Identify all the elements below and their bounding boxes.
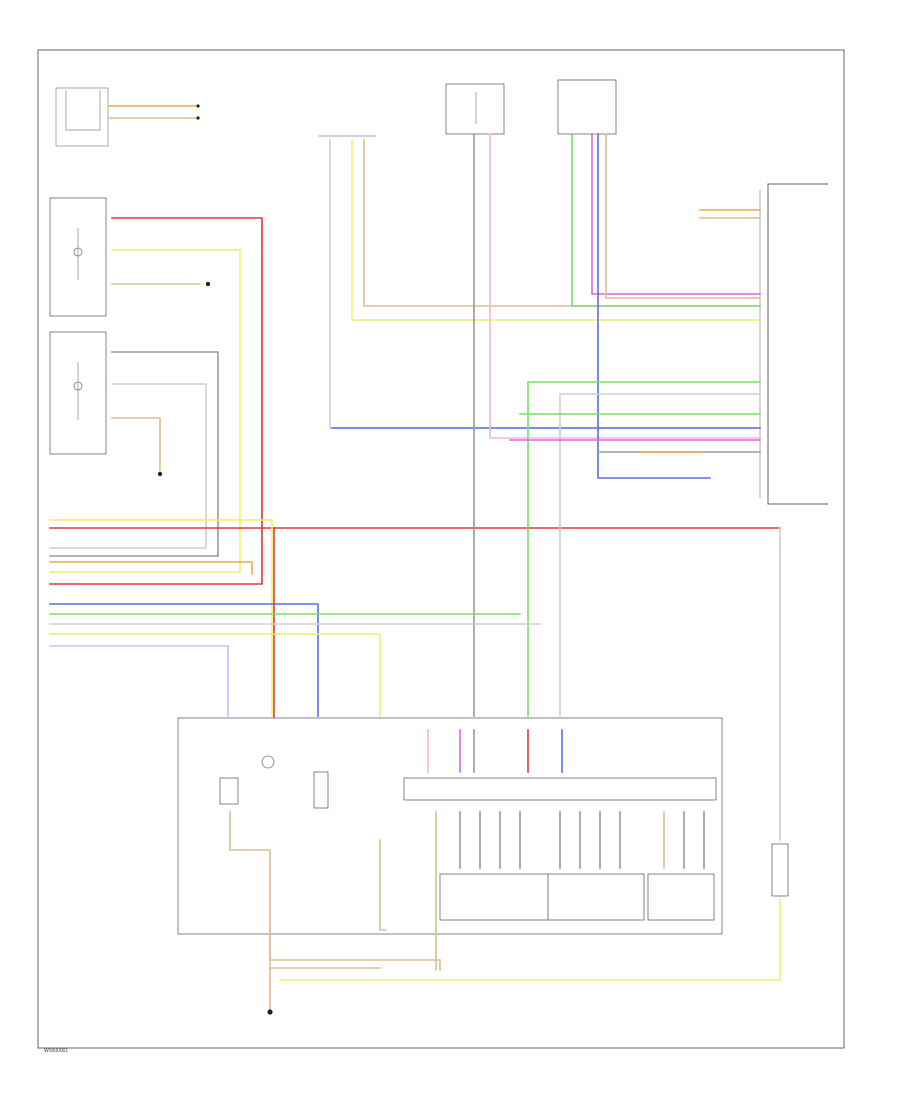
top-component-3 <box>557 79 617 135</box>
resistor-symbol <box>313 771 329 809</box>
bottom-right-component <box>771 843 789 897</box>
lamp-symbol <box>261 755 275 769</box>
ground-symbol <box>267 1009 273 1015</box>
diagram-frame <box>37 49 845 1049</box>
figure-id: W0000001 <box>44 1048 68 1054</box>
right-tail-lamp-assembly <box>49 197 107 317</box>
top-component-2 <box>445 83 505 135</box>
right-side-module-connector <box>759 183 828 505</box>
fuse-symbol <box>219 777 239 805</box>
ground-symbol <box>205 281 211 287</box>
left-tail-lamp-assembly <box>49 331 107 455</box>
lamp-symbol <box>73 381 83 391</box>
connector-pin <box>196 116 200 120</box>
signal-wires <box>49 133 781 981</box>
lamp-symbol <box>73 247 83 257</box>
top-left-component <box>55 87 200 147</box>
ground-symbol <box>157 471 163 477</box>
tail-lamp-wires <box>49 217 263 585</box>
main-control-module <box>177 717 723 1011</box>
connector-pin <box>196 104 200 108</box>
